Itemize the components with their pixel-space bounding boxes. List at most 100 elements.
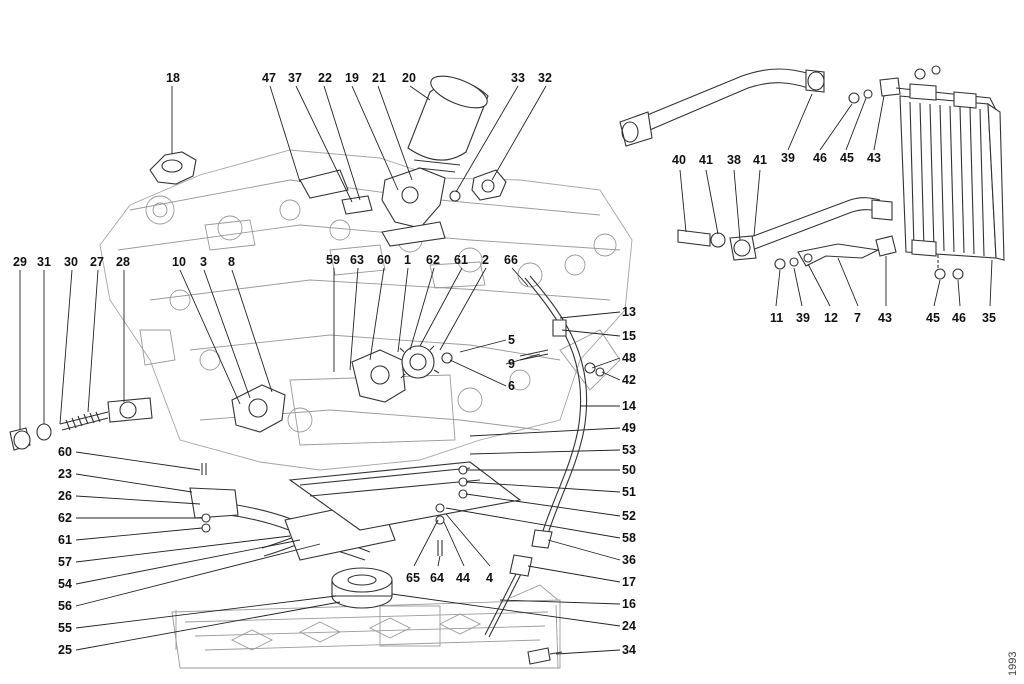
callout-29: 29 bbox=[13, 255, 27, 269]
callout-60: 60 bbox=[377, 253, 391, 267]
callout-21: 21 bbox=[372, 71, 386, 85]
callout-54: 54 bbox=[58, 577, 72, 591]
callout-34: 34 bbox=[622, 643, 636, 657]
callout-55: 55 bbox=[58, 621, 72, 635]
callout-11: 11 bbox=[770, 311, 783, 325]
callout-41b: 41 bbox=[753, 153, 767, 167]
callout-26: 26 bbox=[58, 489, 72, 503]
callout-47: 47 bbox=[262, 71, 276, 85]
callout-7: 7 bbox=[854, 311, 861, 325]
oil-pressure-sender bbox=[471, 169, 507, 201]
oil-cooler-lower-hose bbox=[729, 197, 893, 261]
cooler-mounting-bracket bbox=[797, 243, 880, 267]
dipstick bbox=[484, 554, 533, 638]
union-fitting bbox=[299, 169, 373, 215]
callout-4: 4 bbox=[486, 571, 493, 585]
callout-31: 31 bbox=[37, 255, 51, 269]
callout-45b: 45 bbox=[926, 311, 940, 325]
callout-23: 23 bbox=[58, 467, 72, 481]
callout-38: 38 bbox=[727, 153, 741, 167]
callout-9: 9 bbox=[508, 357, 515, 371]
callout-16: 16 bbox=[622, 597, 636, 611]
callout-22: 22 bbox=[318, 71, 332, 85]
callout-41: 41 bbox=[699, 153, 713, 167]
callout-20: 20 bbox=[402, 71, 416, 85]
pipe-adapter bbox=[584, 362, 605, 377]
callout-57: 57 bbox=[58, 555, 72, 569]
callout-65: 65 bbox=[406, 571, 420, 585]
callout-45: 45 bbox=[840, 151, 854, 165]
cooler-hardware bbox=[774, 65, 964, 280]
sealing-washer bbox=[449, 190, 461, 202]
callout-32: 32 bbox=[538, 71, 552, 85]
oil-cooler-upper-hose bbox=[619, 68, 825, 147]
callout-52: 52 bbox=[622, 509, 636, 523]
callout-30: 30 bbox=[64, 255, 78, 269]
oil-strainer bbox=[331, 567, 393, 609]
oil-cooler-radiator bbox=[895, 83, 1005, 261]
callout-39: 39 bbox=[781, 151, 795, 165]
scavenge-pump bbox=[231, 384, 286, 433]
oil-filter-support bbox=[381, 167, 446, 247]
callout-33: 33 bbox=[511, 71, 525, 85]
callout-51: 51 bbox=[622, 485, 636, 499]
callout-14: 14 bbox=[622, 399, 636, 413]
callout-61b: 61 bbox=[58, 533, 72, 547]
callout-15: 15 bbox=[622, 329, 636, 343]
callout-62: 62 bbox=[426, 253, 440, 267]
callout-64: 64 bbox=[430, 571, 444, 585]
rubber-mount bbox=[875, 77, 901, 257]
callout-61: 61 bbox=[454, 253, 468, 267]
oil-filler-cap bbox=[149, 151, 197, 185]
oil-level-sender bbox=[527, 647, 563, 665]
callout-42: 42 bbox=[622, 373, 636, 387]
callout-6: 6 bbox=[508, 379, 515, 393]
callout-numbers: 18 47 37 22 19 21 20 33 32 29 31 30 27 2… bbox=[13, 71, 996, 657]
callout-62b: 62 bbox=[58, 511, 72, 525]
callout-43: 43 bbox=[867, 151, 881, 165]
nut bbox=[441, 352, 453, 364]
callout-46b: 46 bbox=[952, 311, 966, 325]
callout-5: 5 bbox=[508, 333, 515, 347]
callout-49: 49 bbox=[622, 421, 636, 435]
callout-48: 48 bbox=[622, 351, 636, 365]
callout-39b: 39 bbox=[796, 311, 810, 325]
callout-1: 1 bbox=[404, 253, 411, 267]
callout-66: 66 bbox=[504, 253, 518, 267]
callout-35: 35 bbox=[982, 311, 996, 325]
callout-8: 8 bbox=[228, 255, 235, 269]
callout-12: 12 bbox=[824, 311, 838, 325]
callout-59: 59 bbox=[326, 253, 340, 267]
callout-13: 13 bbox=[622, 305, 636, 319]
callout-43b: 43 bbox=[878, 311, 892, 325]
callout-25: 25 bbox=[58, 643, 72, 657]
drawing-code: 1993 bbox=[1007, 652, 1019, 676]
callout-19: 19 bbox=[345, 71, 359, 85]
hose-adapter bbox=[677, 229, 726, 248]
callout-27: 27 bbox=[90, 255, 104, 269]
callout-36: 36 bbox=[622, 553, 636, 567]
callout-63: 63 bbox=[350, 253, 364, 267]
callout-28: 28 bbox=[116, 255, 130, 269]
callout-18: 18 bbox=[166, 71, 180, 85]
callout-53: 53 bbox=[622, 443, 636, 457]
callout-40: 40 bbox=[672, 153, 686, 167]
dipstick-tube bbox=[524, 275, 588, 549]
callout-56: 56 bbox=[58, 599, 72, 613]
callout-60b: 60 bbox=[58, 445, 72, 459]
oil-sump-outline bbox=[171, 584, 561, 669]
callout-50: 50 bbox=[622, 463, 636, 477]
oil-filter-cartridge bbox=[407, 75, 489, 173]
callout-17: 17 bbox=[622, 575, 636, 589]
callout-37: 37 bbox=[288, 71, 302, 85]
callout-10: 10 bbox=[172, 255, 186, 269]
callout-58: 58 bbox=[622, 531, 636, 545]
stud bbox=[519, 349, 549, 361]
leader-lines bbox=[19, 85, 993, 655]
pressure-relief-valve bbox=[9, 397, 153, 451]
callout-2: 2 bbox=[482, 253, 489, 267]
callout-46: 46 bbox=[813, 151, 827, 165]
callout-44: 44 bbox=[456, 571, 470, 585]
oil-pump-assembly bbox=[351, 345, 440, 403]
